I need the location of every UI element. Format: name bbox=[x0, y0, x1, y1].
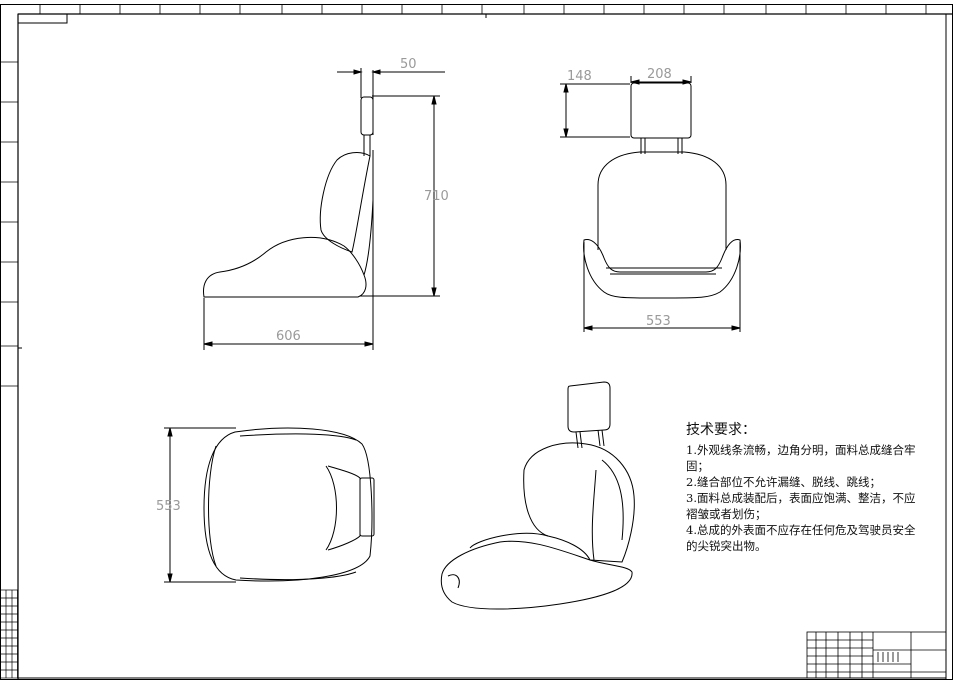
dim-side-depth: 606 bbox=[276, 329, 301, 344]
side-dimensions bbox=[203, 68, 445, 350]
dim-top-width: 553 bbox=[156, 499, 181, 514]
dim-headrest-height: 148 bbox=[567, 69, 592, 84]
side-cushion bbox=[203, 236, 367, 298]
top-dimensions bbox=[164, 427, 236, 583]
front-headrest bbox=[630, 82, 692, 139]
dim-headrest-width: 208 bbox=[647, 67, 672, 82]
side-backrest bbox=[319, 152, 371, 253]
iso-backrest bbox=[523, 442, 635, 563]
dim-total-height: 710 bbox=[424, 189, 449, 204]
iso-headrest bbox=[567, 381, 611, 433]
note-line-1: 1.外观线条流畅，边角分明，面料总成缝合牢固； bbox=[686, 443, 916, 473]
note-line-4: 4.总成的外表面不应存在任何危及驾驶员安全的尖锐突出物。 bbox=[686, 523, 916, 553]
front-backrest bbox=[597, 151, 727, 250]
drawing-frame bbox=[0, 4, 953, 680]
dim-headrest-thickness: 50 bbox=[400, 57, 417, 72]
iso-cushion bbox=[440, 540, 633, 610]
notes-title: 技术要求： bbox=[686, 422, 756, 438]
note-line-2: 2.缝合部位不允许漏缝、脱线、跳线； bbox=[686, 475, 881, 489]
note-line-3: 3.面料总成装配后，表面应饱满、整洁，不应褶皱或者划伤； bbox=[686, 491, 916, 521]
top-zone-ruler bbox=[39, 4, 927, 14]
side-view bbox=[203, 96, 374, 298]
isometric-view bbox=[440, 381, 635, 610]
left-zone-ruler bbox=[0, 61, 18, 387]
front-cushion bbox=[583, 239, 741, 299]
dim-front-width: 553 bbox=[646, 314, 671, 329]
front-dimensions bbox=[560, 76, 741, 332]
top-outline bbox=[203, 427, 373, 582]
left-revision-table bbox=[0, 589, 18, 679]
side-headrest bbox=[360, 96, 374, 136]
front-view bbox=[583, 82, 741, 299]
title-block bbox=[806, 631, 947, 679]
technical-requirements: 技术要求： 1.外观线条流畅，边角分明，面料总成缝合牢固； 2.缝合部位不允许漏… bbox=[686, 422, 926, 554]
top-view bbox=[203, 427, 375, 582]
